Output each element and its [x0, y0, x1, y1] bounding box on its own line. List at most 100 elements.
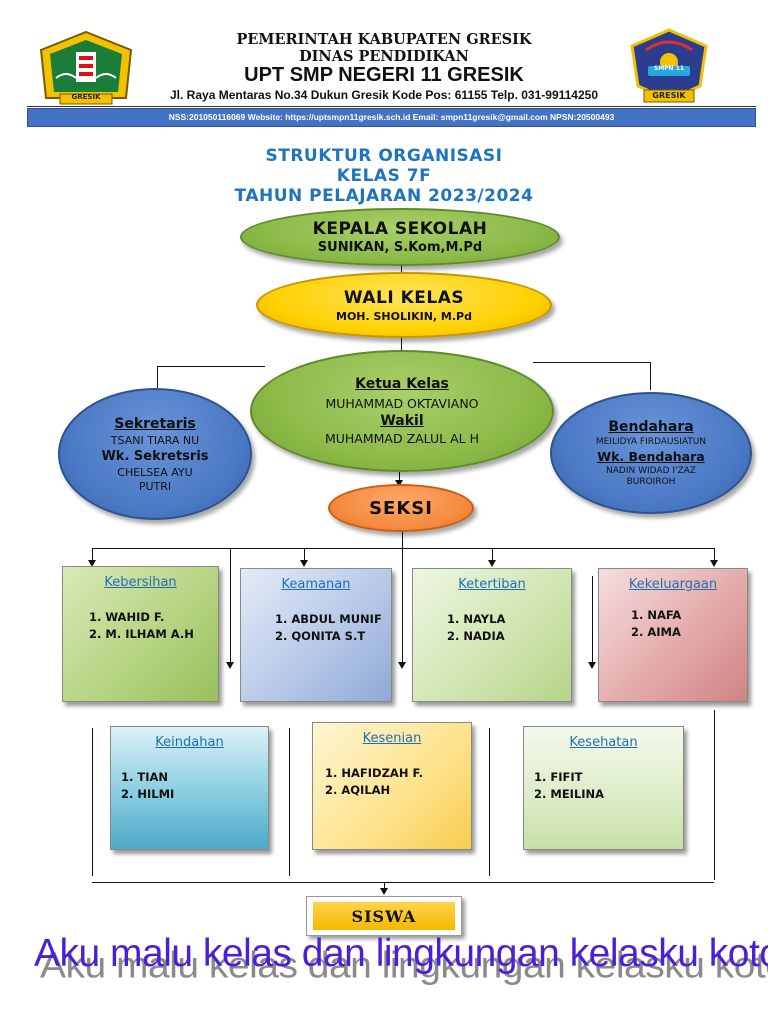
drop-ketertiban — [492, 548, 493, 560]
section-kesehatan: Kesehatan 1. FIFIT 2. MEILINA — [523, 726, 684, 850]
logo-right: SMPN 11 GRESIK — [626, 28, 712, 108]
distribution-bar — [92, 548, 714, 549]
list-item: 1. NAFA — [631, 608, 682, 622]
sekretaris-node: Sekretaris TSANI TIARA NU Wk. Sekretsris… — [58, 388, 252, 520]
arrow-siswa — [380, 888, 388, 895]
seksi-label: SEKSI — [369, 497, 433, 519]
section-keindahan: Keindahan 1. TIAN 2. HILMI — [110, 726, 269, 850]
list-item: 1. NAYLA — [447, 612, 506, 626]
arrow-ketertiban — [488, 560, 496, 567]
row2-line-3 — [489, 728, 490, 876]
connector-siswa — [384, 882, 385, 890]
title-line-2: KELAS 7F — [336, 166, 432, 186]
section-ketertiban: Ketertiban 1. NAYLA 2. NADIA — [412, 568, 572, 702]
header-address: Jl. Raya Mentaras No.34 Dukun Gresik Kod… — [170, 88, 598, 102]
ketua-kelas-node: Ketua Kelas MUHAMMAD OKTAVIANO Wakil MUH… — [250, 350, 554, 472]
wk-bendahara-name-2: BUROIROH — [626, 477, 676, 487]
smpn11-school-emblem-icon — [630, 28, 708, 103]
arrow-keamanan — [300, 560, 308, 567]
divider-2 — [402, 548, 403, 662]
arrow-divider-1 — [226, 662, 234, 669]
wk-sekretaris-name-1: CHELSEA AYU — [117, 465, 193, 479]
list-item: 1. FIFIT — [534, 770, 583, 784]
section-title: Ketertiban — [458, 577, 526, 592]
wk-sekretaris-name-2: PUTRI — [138, 479, 172, 493]
list-item: 1. TIAN — [121, 770, 169, 784]
connector-bendahara-h — [533, 362, 651, 363]
list-item: 2. AQILAH — [325, 783, 391, 797]
ketua-name: MUHAMMAD OKTAVIANO — [325, 396, 479, 411]
section-title: Keamanan — [281, 577, 351, 592]
list-item: 2. NADIA — [447, 629, 505, 643]
wakil-name: MUHAMMAD ZALUL AL H — [324, 431, 480, 446]
wk-bendahara-name-1: NADIN WIDAD I'ZAZ — [606, 466, 696, 476]
section-title: Kesenian — [362, 731, 422, 746]
drop-kekeluargaan — [714, 548, 715, 560]
list-item: 1. ABDUL MUNIF — [275, 612, 382, 626]
list-item: 1. HAFIDZAH F. — [325, 766, 423, 780]
wk-sekretaris-role: Wk. Sekretsris — [101, 448, 209, 464]
seksi-node: SEKSI — [328, 484, 474, 532]
wali-name: MOH. SHOLIKIN, M.Pd — [336, 309, 472, 323]
row2-line-2 — [289, 728, 290, 876]
bendahara-node: Bendahara MEILIDYA FIRDAUSIATUN Wk. Bend… — [550, 392, 752, 514]
kepala-role: KEPALA SEKOLAH — [312, 219, 488, 239]
gresik-regency-emblem-icon — [39, 30, 133, 105]
bendahara-role: Bendahara — [608, 419, 694, 435]
arrow-divider-3 — [588, 662, 596, 669]
connector-bendahara-v — [650, 362, 651, 390]
connector-ketua-seksi — [399, 468, 400, 482]
title-line-1: STRUKTUR ORGANISASI — [265, 146, 503, 166]
bendahara-name: MEILIDYA FIRDAUSIATUN — [595, 437, 707, 447]
list-item: 2. M. ILHAM A.H — [89, 627, 194, 641]
wk-bendahara-role: Wk. Bendahara — [597, 449, 705, 464]
list-item: 1. WAHID F. — [89, 610, 165, 624]
siswa-label: SISWA — [351, 906, 417, 926]
connector-sekretaris-v — [157, 366, 158, 388]
list-item: 2. HILMI — [121, 787, 175, 801]
header-department: DINAS PENDIDIKAN — [299, 48, 469, 65]
logo-right-badge: SMPN 11 — [653, 65, 685, 72]
arrow-kebersihan — [88, 560, 96, 567]
siswa-node: SISWA — [306, 896, 462, 936]
section-title: Kesehatan — [569, 735, 638, 750]
section-title: Keindahan — [155, 735, 224, 750]
logo-left-text: GRESIK — [71, 93, 101, 101]
wali-kelas-node: WALI KELAS MOH. SHOLIKIN, M.Pd — [256, 272, 552, 338]
sekretaris-role: Sekretaris — [114, 415, 196, 432]
section-kebersihan: Kebersihan 1. WAHID F. 2. M. ILHAM A.H — [62, 566, 219, 702]
row2-line-right — [714, 710, 715, 880]
drop-kebersihan — [92, 548, 93, 560]
title-line-3: TAHUN PELAJARAN 2023/2024 — [234, 186, 534, 206]
header-school-name: UPT SMP NEGERI 11 GRESIK — [244, 64, 524, 86]
list-item: 2. MEILINA — [534, 787, 605, 801]
ketua-role: Ketua Kelas — [355, 376, 449, 392]
list-item: 2. AIMA — [631, 625, 681, 639]
list-item: 2. QONITA S.T — [275, 629, 366, 643]
arrow-kekeluargaan — [710, 560, 718, 567]
wakil-role: Wakil — [380, 413, 424, 429]
drop-keamanan — [304, 548, 305, 560]
section-keamanan: Keamanan 1. ABDUL MUNIF 2. QONITA S.T — [240, 568, 392, 702]
section-title: Kebersihan — [104, 575, 177, 590]
bottom-bar — [92, 882, 714, 883]
arrow-divider-2 — [398, 662, 406, 669]
header-divider — [27, 106, 756, 107]
row2-line-left — [92, 728, 93, 876]
section-kekeluargaan: Kekeluargaan 1. NAFA 2. AIMA — [598, 568, 748, 702]
sekretaris-name: TSANI TIARA NU — [110, 433, 200, 447]
header-info-bar: NSS:201050116069 Website: https://uptsmp… — [27, 108, 756, 127]
section-title: Kekeluargaan — [628, 577, 718, 592]
motto-shadow: Aku malu kelas dan lingkungan kelasku ko… — [40, 945, 768, 986]
section-kesenian: Kesenian 1. HAFIDZAH F. 2. AQILAH — [312, 722, 472, 850]
wali-role: WALI KELAS — [343, 287, 465, 308]
motto-text: Aku malu kelas dan lingkungan kelasku ko… — [34, 932, 768, 975]
logo-left: GRESIK — [38, 30, 134, 106]
kepala-name: SUNIKAN, S.Kom,M.Pd — [317, 240, 483, 255]
logo-right-text: GRESIK — [652, 91, 686, 100]
connector-sekretaris-h — [157, 366, 265, 367]
divider-3 — [592, 576, 593, 662]
kepala-sekolah-node: KEPALA SEKOLAH SUNIKAN, S.Kom,M.Pd — [240, 208, 560, 266]
connector-wali-ketua — [401, 334, 402, 352]
divider-1 — [230, 548, 231, 662]
